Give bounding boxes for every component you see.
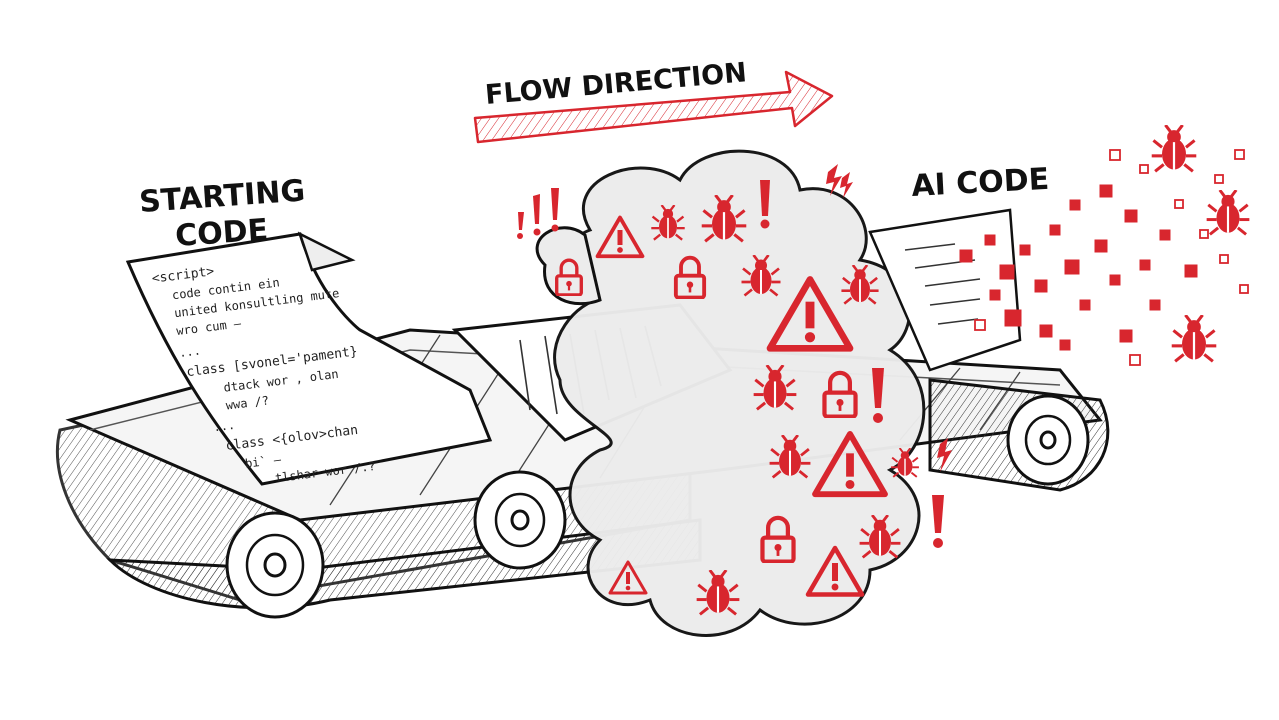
code-line: wwa /? (225, 393, 270, 412)
bug-icon (1150, 125, 1198, 173)
ai-code-label: AI CODE (911, 162, 1050, 204)
roller-left (225, 511, 325, 619)
pixel-fragments-outline (974, 149, 1249, 366)
lightning-icon (826, 164, 952, 472)
roller-right (1006, 394, 1090, 486)
bug-icon (1170, 315, 1218, 363)
code-line: bi` — (244, 452, 282, 470)
chaos-cloud (535, 149, 926, 637)
pixel-fragments (959, 184, 1198, 351)
code-line: ... (213, 418, 236, 435)
code-line: ... (178, 343, 201, 360)
starting-code-label-line1: STARTING (138, 173, 306, 219)
roller-middle (473, 470, 567, 570)
exclamation-icon (517, 180, 944, 548)
bug-icon (1205, 190, 1251, 236)
flow-direction-arrow (473, 70, 834, 144)
